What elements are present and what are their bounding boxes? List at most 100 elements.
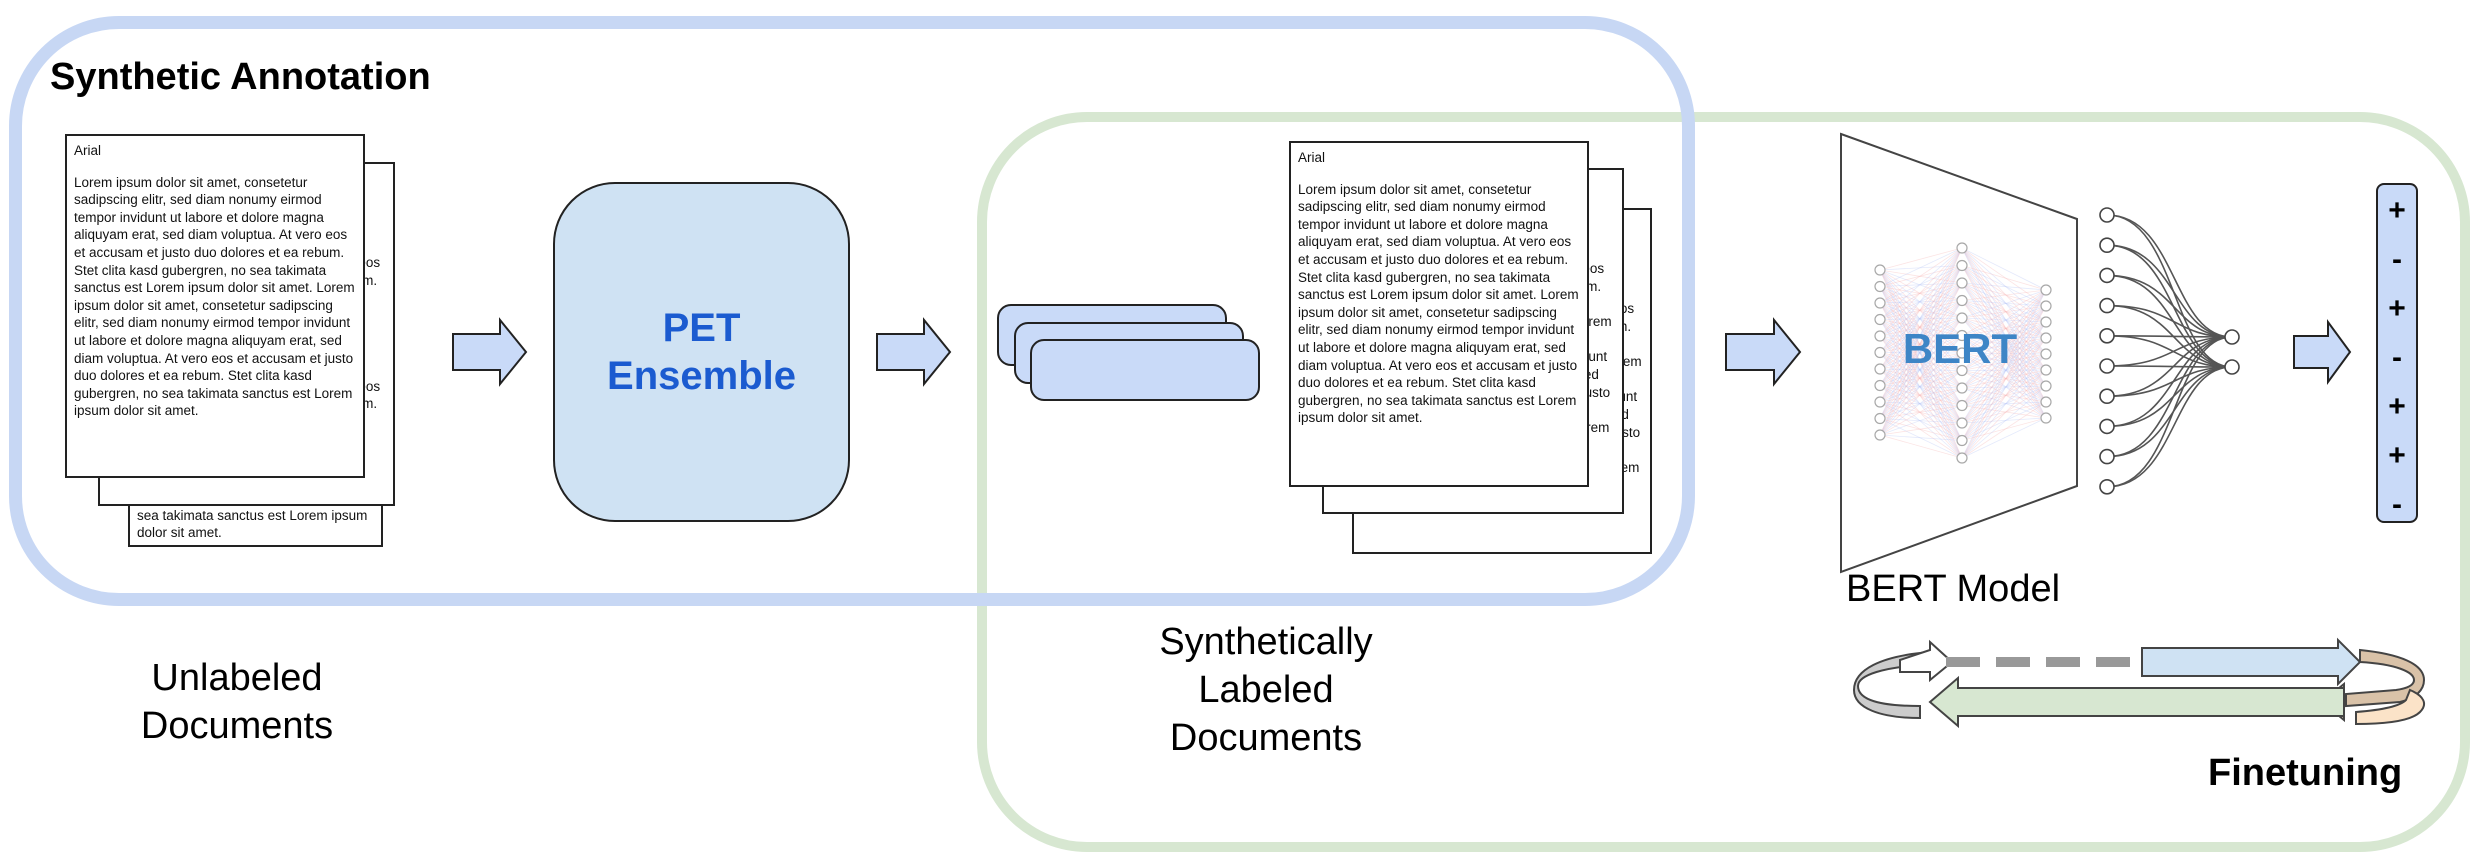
bert-network-edge: [1879, 269, 1963, 424]
bert-network-edge: [1879, 265, 1963, 320]
bert-network-edge: [1961, 300, 2047, 419]
bert-network-edge: [1879, 335, 1963, 406]
head-edge: [2106, 336, 2233, 367]
bert-network-node: [1956, 259, 1968, 272]
head-input-node: [2099, 388, 2115, 405]
bert-network-edge: [1961, 321, 2047, 441]
bert-network-node: [1874, 363, 1886, 375]
bert-network-edge: [1879, 387, 1963, 403]
labeled-document-front: Arial Lorem ipsum dolor sit amet, conset…: [1289, 141, 1589, 487]
head-edge: [2106, 336, 2233, 397]
bert-network-edge: [1961, 247, 2047, 307]
bert-network-edge: [1879, 265, 1963, 370]
bert-network-edge: [1879, 282, 1963, 403]
bert-network-edge: [1879, 335, 1963, 353]
bert-network-edge: [1879, 352, 1963, 403]
arrow-right-icon: [2293, 318, 2352, 386]
output-labels-column: + - + - + + -: [2376, 183, 2418, 523]
bert-network-edge: [1879, 269, 1963, 284]
bert-network-edge: [1961, 265, 2047, 307]
head-input-node: [2099, 358, 2115, 374]
bert-network-edge: [1879, 418, 1963, 424]
bert-network-node: [1956, 417, 1968, 429]
bert-network-edge: [1961, 300, 2047, 403]
bert-label: BERT: [1902, 325, 2018, 372]
bert-network-edge: [1879, 352, 1963, 389]
bert-network-edge: [1961, 305, 2047, 319]
bert-network-edge: [1961, 282, 2047, 419]
bert-network-edge: [1879, 247, 1963, 419]
bert-network-edge: [1879, 317, 1963, 370]
pet-ensemble-label: PET Ensemble: [607, 306, 796, 398]
synthetic-annotation-region: [9, 16, 1695, 606]
bert-network-edge: [1879, 286, 1963, 406]
bert-network-edge: [1879, 368, 1963, 424]
output-label: -: [2392, 243, 2402, 276]
bert-network-edge: [1879, 317, 1963, 419]
bert-network-edge: [1879, 352, 1963, 441]
bert-network-edge: [1879, 352, 1963, 459]
output-label: +: [2388, 439, 2406, 472]
bert-network-edge: [1961, 305, 2047, 424]
training-cycle-icon: [1852, 637, 2426, 729]
head-edge: [2106, 365, 2233, 368]
bert-network-edge: [1961, 247, 2047, 339]
bert-network-edge: [1961, 385, 2047, 441]
bert-network-edge: [1879, 286, 1963, 459]
output-label: +: [2388, 292, 2406, 325]
bert-network-edge: [1961, 352, 2047, 387]
head-output-node: [2224, 359, 2240, 375]
bert-network-edge: [1961, 387, 2047, 403]
bert-network-edge: [1879, 269, 1963, 336]
synthetic-annotation-title: Synthetic Annotation: [50, 56, 431, 98]
bert-network-edge: [1879, 368, 1963, 406]
bert-network-edge: [1879, 317, 1963, 320]
bert-network-edge: [1879, 286, 1963, 319]
bert-network-edge: [1879, 368, 1963, 441]
bert-network-edge: [1879, 269, 1963, 301]
bert-network-edge: [1879, 282, 1963, 337]
bert-network-edge: [1879, 265, 1963, 271]
bert-network-edge: [1961, 369, 2047, 459]
bert-network-edge: [1879, 335, 1963, 403]
bert-network-node: [1956, 312, 1968, 324]
bert-network-edge: [1961, 417, 2047, 441]
bert-network-edge: [1879, 300, 1963, 436]
bert-network-node: [1874, 313, 1886, 326]
bert-network-node: [2040, 396, 2052, 408]
bert-network-edge: [1879, 247, 1963, 353]
bert-network-edge: [1879, 300, 1963, 304]
bert-network-edge: [1961, 352, 2047, 419]
bert-network-edge: [1879, 247, 1963, 304]
bert-inner-network: [1874, 242, 2052, 464]
bert-network-edge: [1879, 300, 1963, 337]
bert-network-edge: [1879, 302, 1963, 336]
bert-network-edge: [1879, 405, 1963, 436]
bert-network-edge: [1961, 335, 2047, 403]
bert-network-edge: [1961, 289, 2047, 301]
bert-network-edge: [1879, 317, 1963, 436]
bert-network-edge: [1961, 369, 2047, 406]
bert-network-node: [2040, 380, 2052, 392]
bert-network-edge: [1961, 289, 2047, 441]
bert-network-edge: [1879, 335, 1963, 424]
bert-network-node: [1956, 382, 1968, 394]
bert-network-edge: [1961, 321, 2047, 424]
bert-network-edge: [1879, 286, 1963, 424]
bert-network-edge: [1961, 265, 2047, 291]
bert-network-node: [1956, 329, 1968, 342]
head-edge: [2106, 336, 2233, 488]
bert-network-edge: [1961, 317, 2047, 323]
bert-network-edge: [1879, 317, 1963, 403]
bert-network-edge: [1961, 282, 2047, 403]
bert-network-edge: [1879, 247, 1963, 271]
bert-network-edge: [1961, 317, 2047, 355]
bert-network-node: [1956, 399, 1968, 412]
bert-network-edge: [1879, 319, 1963, 389]
head-edge: [2106, 366, 2233, 488]
bert-network-edge: [1961, 385, 2047, 459]
bert-network-node: [1874, 346, 1886, 359]
bert-network-edge: [1879, 319, 1963, 406]
bert-network-edge: [1961, 385, 2047, 424]
